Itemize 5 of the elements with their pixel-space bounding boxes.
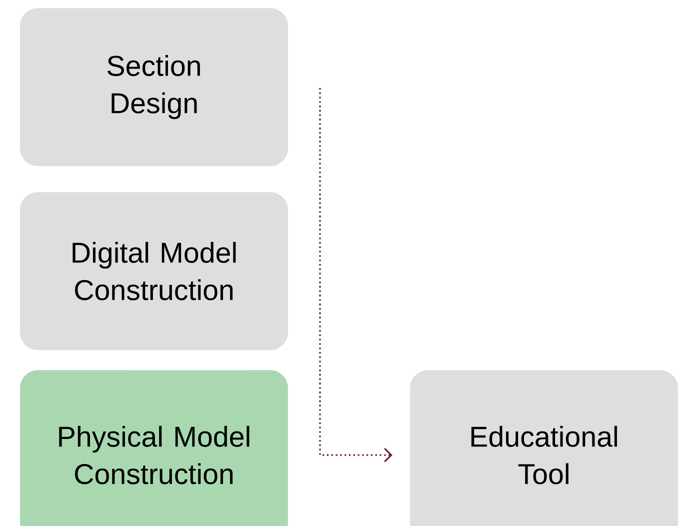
process-box: Section Design — [20, 8, 288, 166]
process-box: Physical Model Construction — [20, 370, 288, 526]
arrow — [319, 88, 392, 462]
process-box: Educational Tool — [410, 370, 678, 526]
process-box: Digital Model Construction — [20, 192, 288, 350]
